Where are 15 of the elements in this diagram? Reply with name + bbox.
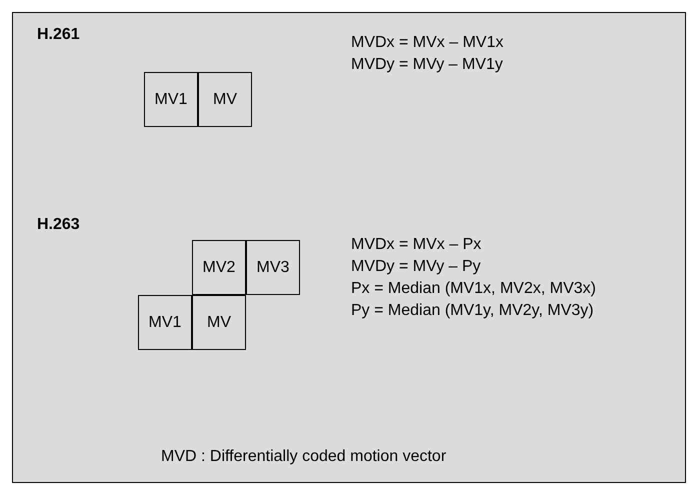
formula-text: MVDy = MVy – MV1y xyxy=(351,55,503,75)
grid-cell: MV1 xyxy=(138,295,192,350)
formula-text: MVDx = MVx – Px xyxy=(351,235,482,255)
formula-text: MVDx = MVx – MV1x xyxy=(351,33,504,53)
formula-text: Py = Median (MV1y, MV2y, MV3y) xyxy=(351,301,594,321)
section-heading: H.261 xyxy=(37,25,80,45)
grid-cell: MV xyxy=(192,295,246,350)
caption-text: MVD : Differentially coded motion vector xyxy=(161,447,446,467)
grid-cell: MV3 xyxy=(246,240,300,295)
formula-text: MVDy = MVy – Py xyxy=(351,257,481,277)
grid-cell: MV xyxy=(198,72,252,127)
formula-text: Px = Median (MV1x, MV2x, MV3x) xyxy=(351,279,596,299)
grid-cell: MV2 xyxy=(192,240,246,295)
section-heading: H.263 xyxy=(37,215,80,235)
grid-cell: MV1 xyxy=(144,72,198,127)
